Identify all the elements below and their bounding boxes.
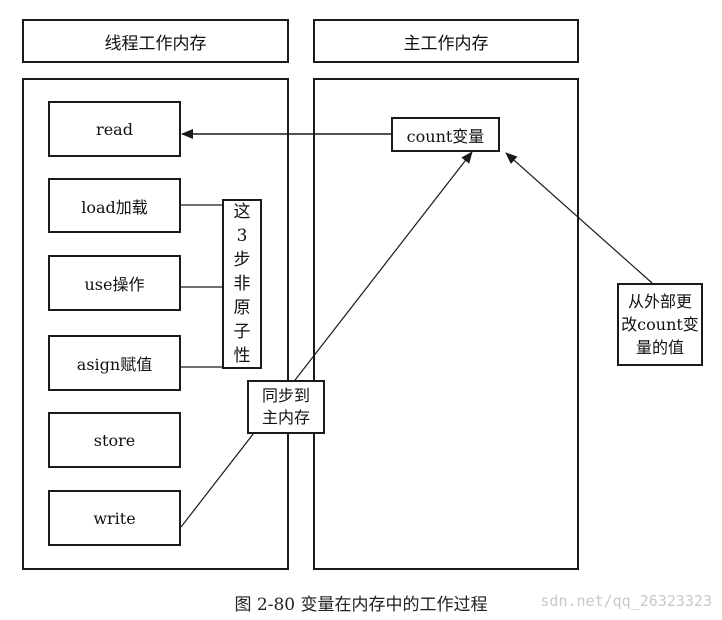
- note-char-2: 3: [236, 226, 248, 246]
- note-char-3: 步: [233, 250, 251, 270]
- note-char-6: 子: [233, 322, 251, 342]
- op-write-box: write: [48, 490, 181, 546]
- note-char-4: 非: [233, 274, 251, 294]
- main-memory-header-label: 主工作内存: [403, 33, 489, 54]
- note-char-5: 原: [233, 298, 251, 318]
- external-line-1: 从外部更: [627, 292, 692, 311]
- thread-memory-header-label: 线程工作内存: [104, 33, 207, 54]
- external-change-box: 从外部更 改count变 量的值: [617, 283, 703, 366]
- op-read-label: read: [96, 119, 133, 139]
- op-store-label: store: [93, 430, 136, 450]
- external-line-3: 量的值: [635, 338, 684, 357]
- op-load-label: load加载: [81, 197, 148, 217]
- count-variable-box: count变量: [391, 117, 500, 152]
- non-atomic-note: 这 3 步 非 原 子 性: [222, 199, 262, 369]
- sync-line-2: 主内存: [261, 408, 310, 427]
- op-asign-label: asign赋值: [76, 355, 153, 374]
- op-asign-box: asign赋值: [48, 335, 181, 391]
- op-store-box: store: [48, 412, 181, 468]
- main-memory-header: 主工作内存: [313, 19, 579, 63]
- op-use-box: use操作: [48, 255, 181, 311]
- op-read-box: read: [48, 101, 181, 157]
- count-variable-label: count变量: [406, 126, 485, 146]
- note-char-7: 性: [233, 346, 251, 366]
- figure-caption: 图 2-80 变量在内存中的工作过程: [234, 595, 488, 615]
- external-line-2: 改count变: [621, 315, 699, 334]
- op-write-label: write: [93, 508, 136, 528]
- note-char-1: 这: [233, 202, 251, 222]
- op-use-label: use操作: [84, 275, 145, 294]
- thread-memory-header: 线程工作内存: [22, 19, 289, 63]
- op-load-box: load加载: [48, 178, 181, 233]
- watermark-text: sdn.net/qq_26323323: [540, 592, 712, 610]
- sync-line-1: 同步到: [261, 386, 310, 405]
- sync-to-main-box: 同步到 主内存: [247, 380, 325, 434]
